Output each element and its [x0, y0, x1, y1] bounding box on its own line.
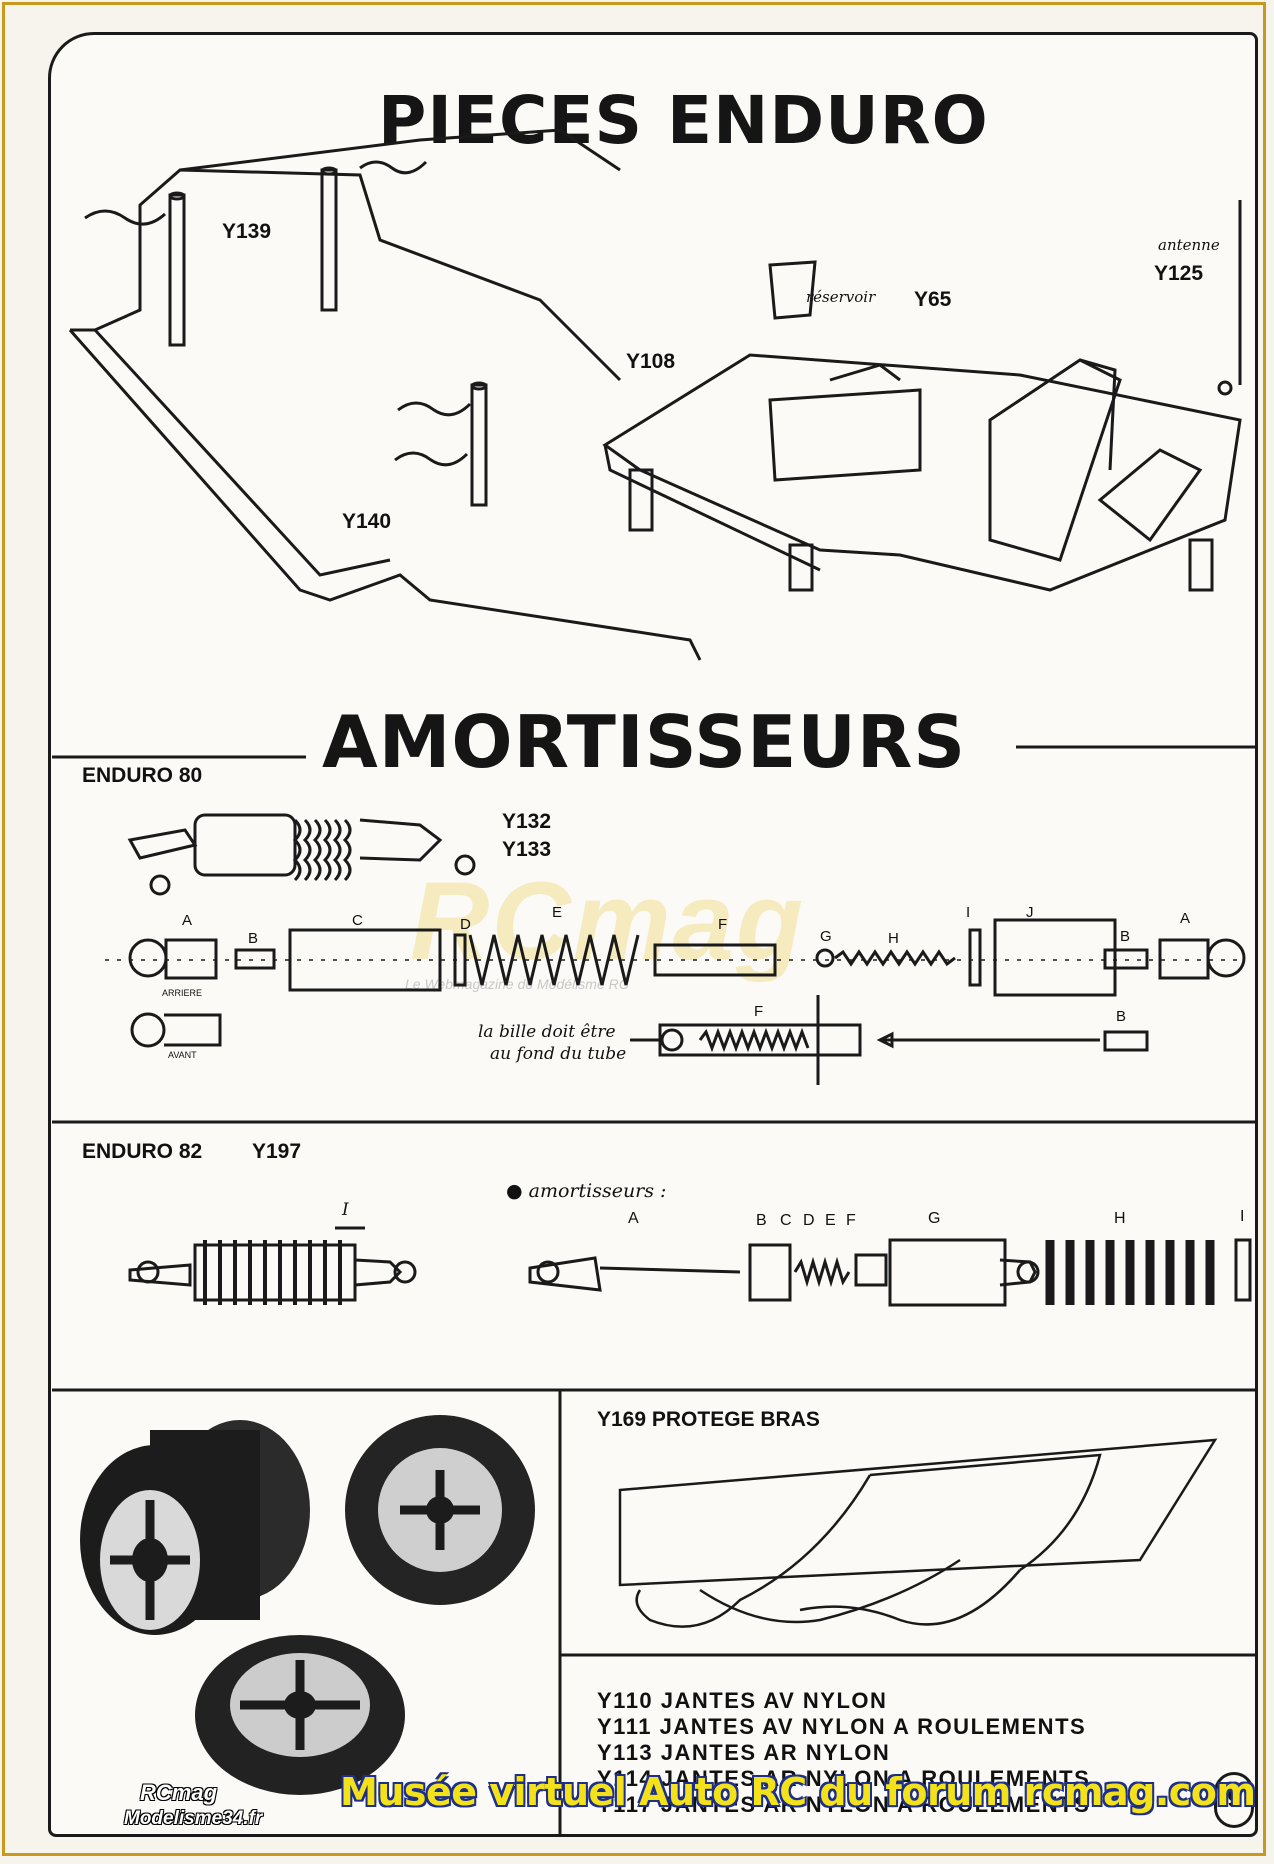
letter-f: F — [718, 916, 728, 933]
label-reservoir: réservoir — [806, 288, 876, 306]
label-y132: Y132 — [502, 810, 552, 833]
protege-heading: Y169 PROTEGE BRAS — [597, 1408, 820, 1431]
label-avant: AVANT — [168, 1050, 197, 1060]
letter-i: I — [966, 904, 971, 921]
letter-j: J — [1026, 904, 1034, 921]
label-y139: Y139 — [222, 220, 272, 243]
e82-letter-f: F — [846, 1212, 856, 1229]
letter-h: H — [888, 930, 899, 947]
list-item: Y117 JANTES AR NYLON A ROULEMENTS — [597, 1792, 1091, 1817]
page-title: PIECES ENDURO — [378, 82, 989, 159]
note-line1: la bille doit être — [478, 1022, 616, 1042]
letter-g: G — [820, 928, 832, 945]
note-line2: au fond du tube — [490, 1044, 627, 1064]
label-y133: Y133 — [502, 838, 552, 861]
parts-list: Y110 JANTES AV NYLON Y111 JANTES AV NYLO… — [597, 1688, 1090, 1818]
footer-caption: Musée virtuel Auto RC du forum rcmag.com — [340, 1770, 1256, 1814]
e82-letter-c: C — [780, 1212, 792, 1229]
letter-b2: B — [1120, 928, 1131, 945]
label-y65: Y65 — [914, 288, 952, 311]
label-y140: Y140 — [342, 510, 392, 533]
enduro82-heading: ENDURO 82 — [82, 1140, 203, 1163]
letter-c: C — [352, 912, 363, 929]
label-arriere: ARRIERE — [162, 988, 203, 998]
list-item: Y114 JANTES AR NYLON A ROULEMENTS — [597, 1766, 1091, 1791]
e82-letter-i: I — [1240, 1208, 1245, 1225]
letter-a: A — [182, 912, 193, 929]
e82-letter-e: E — [825, 1212, 836, 1229]
e82-letter-g: G — [928, 1210, 941, 1227]
e82-letter-b: B — [756, 1212, 767, 1229]
list-item: Y111 JANTES AV NYLON A ROULEMENTS — [597, 1714, 1087, 1739]
enduro82-sub: ● amortisseurs : — [506, 1180, 667, 1202]
letter-a2: A — [1180, 910, 1191, 927]
e82-letter-a: A — [628, 1210, 639, 1227]
modelisme34-logo: Modelisme34.fr — [124, 1808, 263, 1829]
e82-letter-d: D — [803, 1212, 815, 1229]
e82-letter-h: H — [1114, 1210, 1126, 1227]
letter-b: B — [248, 930, 259, 947]
letter-e: E — [552, 904, 563, 921]
enduro80-heading: ENDURO 80 — [82, 764, 203, 787]
list-item: Y113 JANTES AR NYLON — [597, 1740, 891, 1765]
amortisseurs-title: AMORTISSEURS — [322, 700, 967, 784]
rcmag-watermark-sub: Le Webmagazine du Modélisme RC — [405, 976, 629, 992]
enduro82-i-label: I — [342, 1200, 349, 1220]
rcmag-logo: RCmag — [140, 1780, 218, 1805]
list-item: Y110 JANTES AV NYLON — [597, 1688, 888, 1713]
letter-d: D — [460, 916, 471, 933]
note-letter-b: B — [1116, 1008, 1127, 1025]
label-y108: Y108 — [626, 350, 676, 373]
label-antenne: antenne — [1158, 236, 1220, 254]
page-number: 9 — [1214, 1772, 1254, 1828]
note-letter-f: F — [754, 1003, 764, 1020]
label-y125: Y125 — [1154, 262, 1204, 285]
label-y197: Y197 — [252, 1140, 302, 1163]
